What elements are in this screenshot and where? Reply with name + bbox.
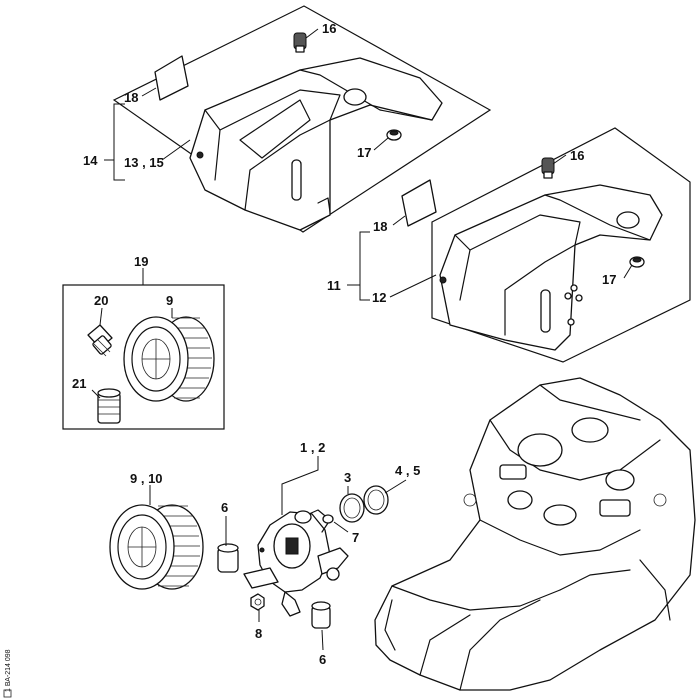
callout-6-right: 6	[319, 652, 326, 667]
nut-16-top	[293, 32, 307, 53]
callout-11: 11	[327, 278, 341, 293]
callout-19: 19	[134, 254, 148, 269]
o-ring-4-5	[363, 485, 389, 515]
shroud-panel-bottom	[431, 127, 691, 363]
air-filter-9-kit	[123, 316, 215, 402]
callout-18-bottom: 18	[373, 219, 387, 234]
chainsaw-housing	[374, 377, 696, 691]
leader-lines	[91, 28, 633, 651]
callout-17-top: 17	[357, 145, 371, 160]
callout-3: 3	[344, 470, 351, 485]
callout-14: 14	[83, 153, 98, 168]
decal-plate-bottom	[401, 179, 437, 227]
filter-base-assembly	[243, 509, 349, 617]
corner-mark	[3, 689, 12, 698]
callout-1-2: 1 , 2	[300, 440, 325, 455]
callout-12: 12	[372, 290, 386, 305]
callout-4-5: 4 , 5	[395, 463, 420, 478]
sleeve-6-left	[217, 543, 239, 573]
callout-21: 21	[72, 376, 86, 391]
nut-8	[250, 593, 265, 611]
callout-16-bottom: 16	[570, 148, 584, 163]
filter-element-21	[97, 388, 121, 424]
callout-16-top: 16	[322, 21, 336, 36]
callout-8: 8	[255, 626, 262, 641]
callout-9-10: 9 , 10	[130, 471, 163, 486]
sleeve-6-right	[311, 601, 331, 629]
fitting-20	[87, 324, 113, 357]
decal-plate-top	[154, 55, 189, 101]
screw-17-bottom	[629, 256, 645, 268]
callout-20: 20	[94, 293, 108, 308]
nut-16-bottom	[541, 157, 555, 179]
callout-18-top: 18	[124, 90, 138, 105]
callout-6-left: 6	[221, 500, 228, 515]
callout-17-bottom: 17	[602, 272, 616, 287]
shroud-panel-top	[112, 5, 492, 233]
callout-7: 7	[352, 530, 359, 545]
o-ring-3	[339, 493, 365, 523]
screw-17-top	[386, 129, 402, 141]
air-filter-9-10	[109, 504, 204, 590]
callout-9-kit: 9	[166, 293, 173, 308]
callout-13-15: 13 , 15	[124, 155, 164, 170]
drawing-code: 1 ВА-214 098	[5, 649, 12, 692]
o-ring-7	[322, 514, 334, 524]
